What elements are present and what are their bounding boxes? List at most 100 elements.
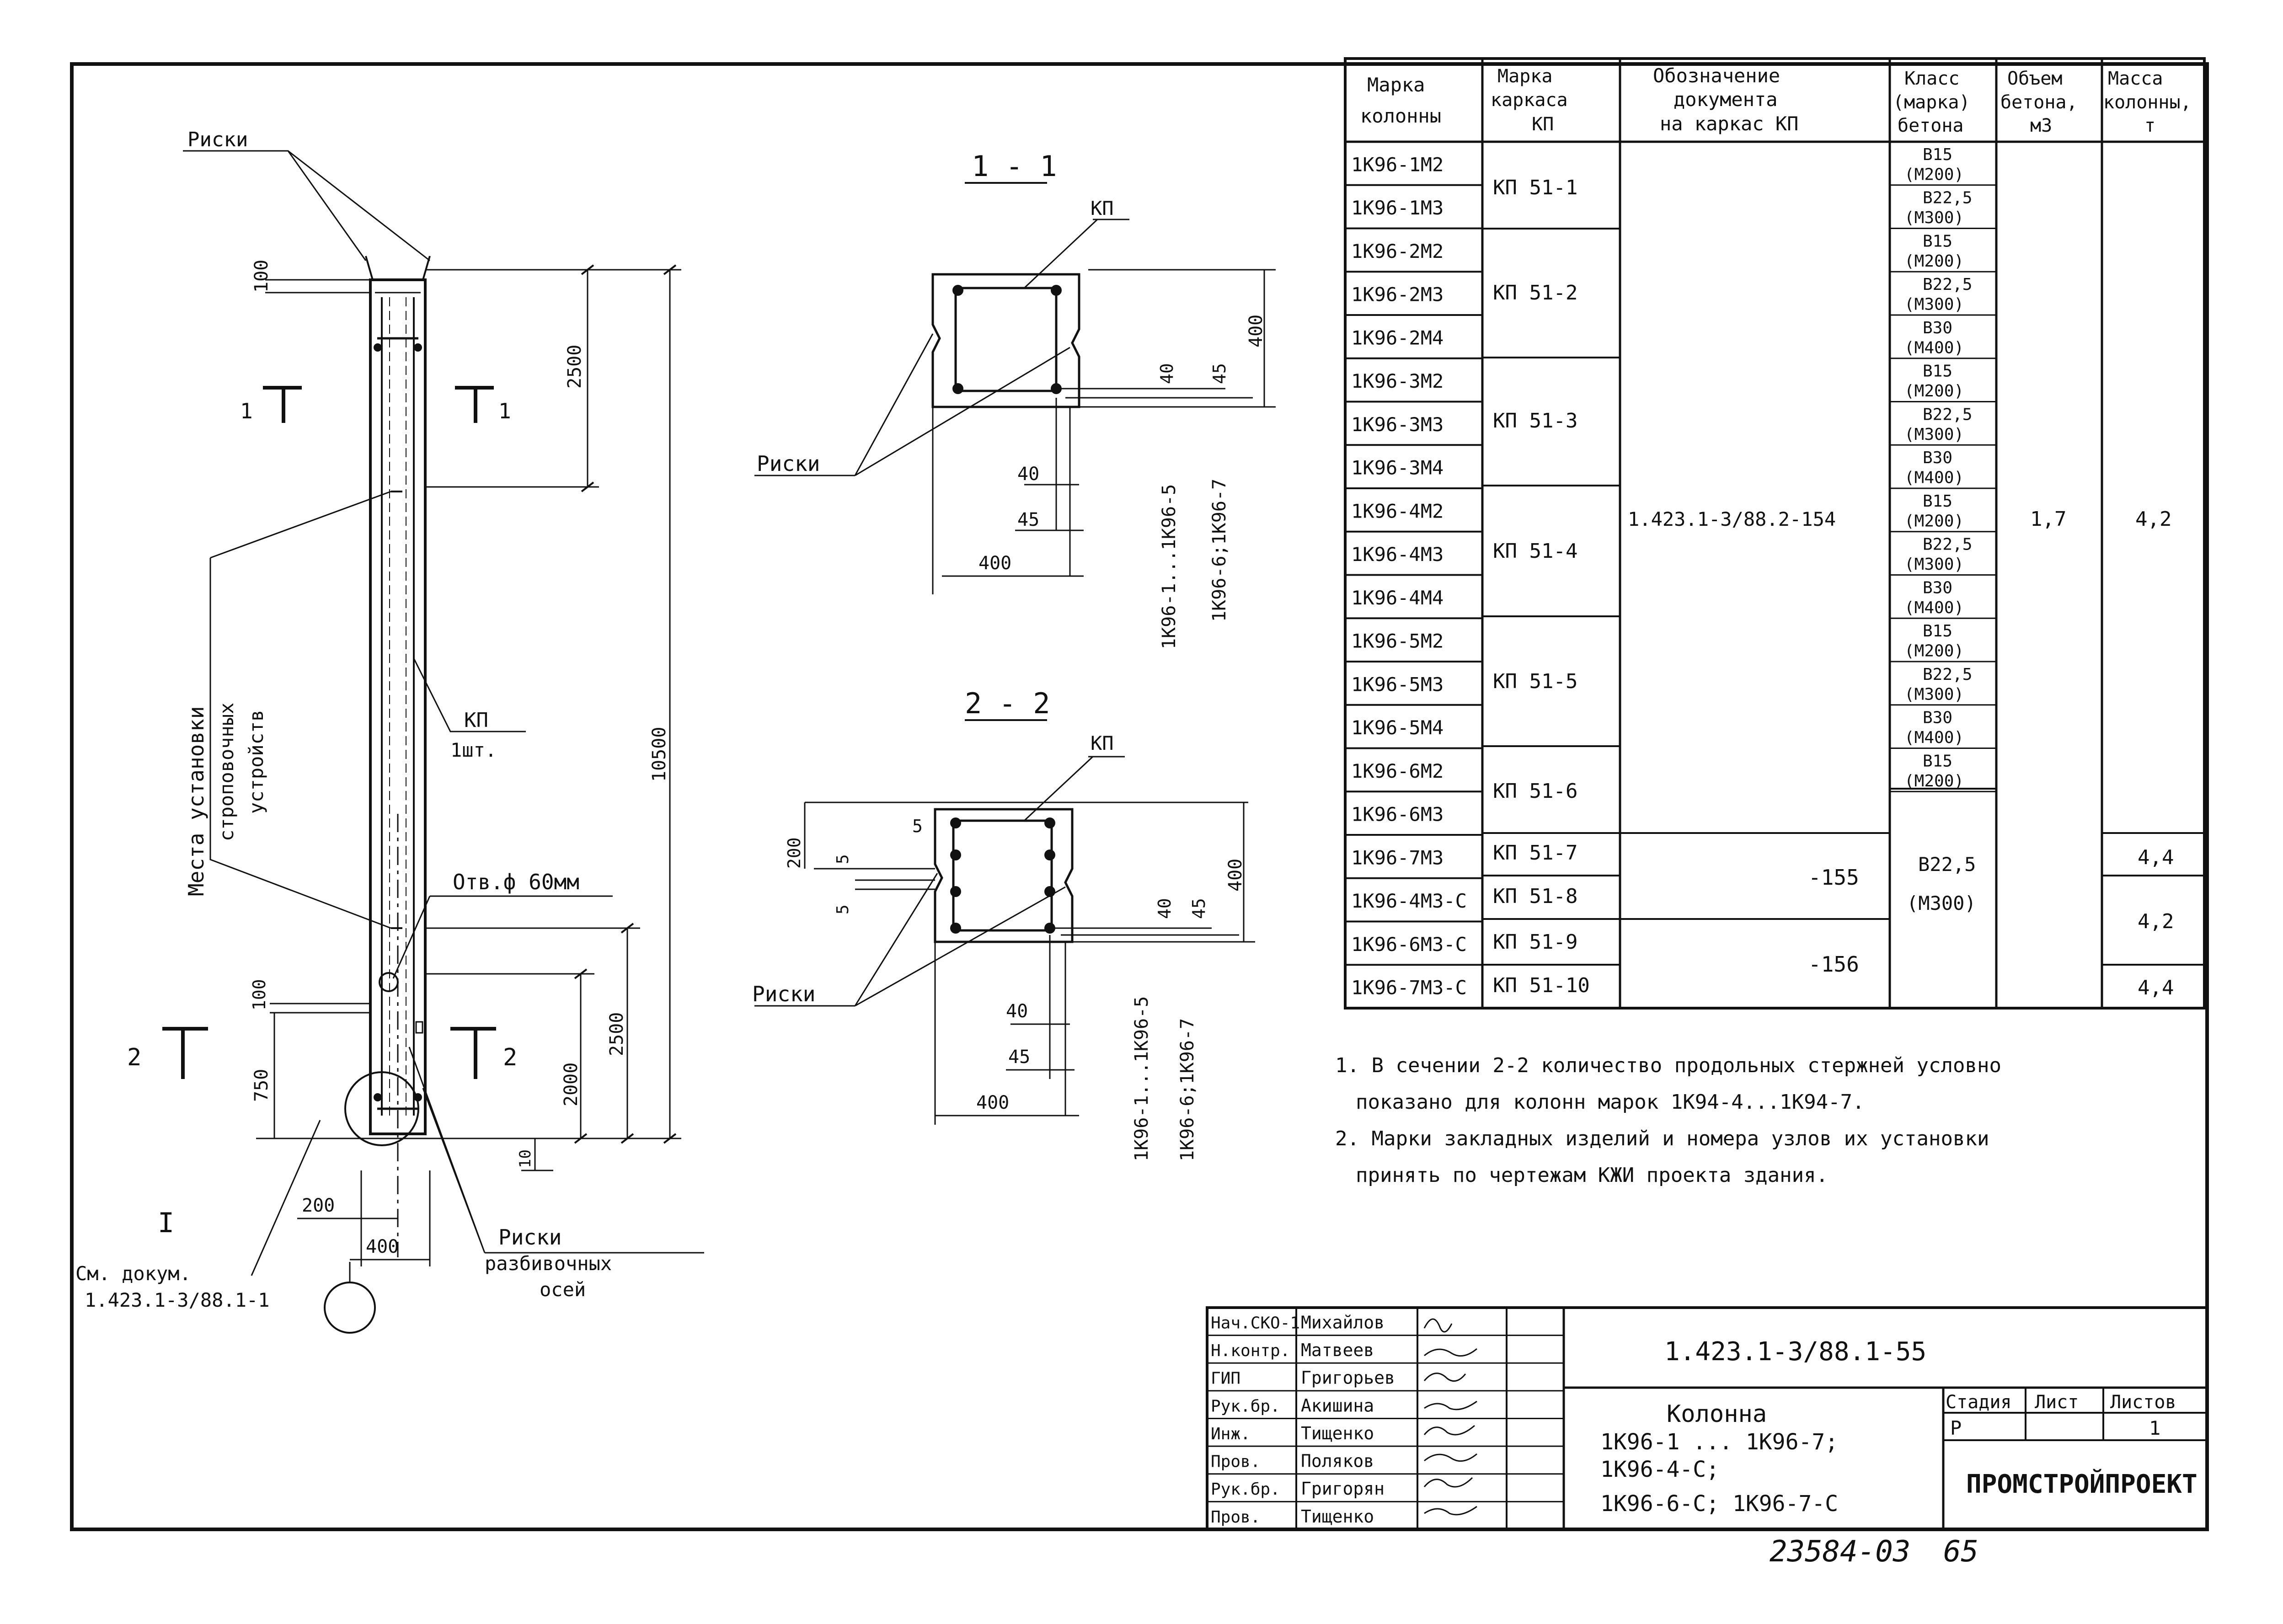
concrete-grade-value: (М300) <box>1904 208 1964 227</box>
title-block-role: Нач.СКО-1 <box>1211 1314 1300 1332</box>
section-2-d5-top: 5 <box>912 816 923 836</box>
dim-200: 200 <box>302 1195 335 1216</box>
note-line-1: 1. В сечении 2-2 количество продольных с… <box>1335 1054 2001 1077</box>
title-block-name: Григорян <box>1301 1479 1385 1499</box>
column-mark-cell: 1К96-1М3 <box>1351 197 1444 219</box>
kp-mark-cells: КП 51-1 КП 51-2 КП 51-3 КП 51-4 КП 51-5 … <box>1493 176 1590 997</box>
concrete-class-value: В22,5 <box>1923 535 1972 554</box>
column-mark-cell: 1К96-5М3 <box>1351 673 1444 695</box>
dim-2000: 2000 <box>561 1063 582 1106</box>
concrete-class-value: В22,5 <box>1923 189 1972 208</box>
concrete-grade-value: (М200) <box>1904 165 1964 184</box>
section-mark-1-left: 1 <box>240 399 253 423</box>
sheets-value: 1 <box>2149 1417 2160 1439</box>
section-2-d40-h: 40 <box>1006 1001 1028 1022</box>
section-2-d5-a: 5 <box>834 854 852 864</box>
title-block-roles: Нач.СКО-1Н.контр.ГИПРук.бр.Инж.Пров.Рук.… <box>1211 1314 1300 1526</box>
concrete-grade-value: (М200) <box>1904 642 1964 661</box>
title-block-name: Михайлов <box>1301 1312 1385 1332</box>
label-hole: Отв.ф 60мм <box>453 870 579 894</box>
title-block-role: Инж. <box>1211 1425 1251 1443</box>
volume-value: 1,7 <box>2030 508 2066 531</box>
label-places-3: устройств <box>245 710 267 814</box>
column-mark-cell: 1К96-7М3-С <box>1351 977 1467 999</box>
concrete-class-value: В22,5 <box>1923 405 1972 424</box>
dim-750: 750 <box>251 1069 272 1102</box>
section-2-range-1: 1К96-1...1К96-5 <box>1131 996 1152 1161</box>
header-kp-mark-3: КП <box>1532 114 1554 135</box>
column-elevation <box>162 150 704 1334</box>
concrete-grade-value: (М300) <box>1904 295 1964 314</box>
mass-s: 4,2 <box>2138 910 2174 933</box>
header-mass-2: колонны, <box>2103 92 2192 113</box>
title-block-name: Тищенко <box>1301 1423 1374 1443</box>
section-2-riski: Риски <box>752 982 815 1006</box>
section-1-d45-h: 45 <box>1017 509 1039 530</box>
title-block-role: Н.контр. <box>1211 1341 1290 1360</box>
notes: 1. В сечении 2-2 количество продольных с… <box>1335 1054 2001 1187</box>
column-mark-cell: 1К96-4М2 <box>1351 500 1444 522</box>
column-mark-cell: 1К96-3М4 <box>1351 457 1444 479</box>
section-2-kp: КП <box>1091 732 1114 754</box>
section-2-2 <box>754 719 1255 1125</box>
kp-mark-cell: КП 51-9 <box>1493 930 1577 954</box>
concrete-class-value: В15 <box>1923 622 1952 641</box>
column-mark-cell: 1К96-1М2 <box>1351 153 1444 176</box>
header-kp-mark-2: каркаса <box>1491 90 1568 111</box>
section-1-d40-v: 40 <box>1157 363 1177 384</box>
concrete-grade-value: (М300) <box>1904 555 1964 574</box>
column-mark-cell: 1К96-4М3-С <box>1351 890 1467 912</box>
section-1-1 <box>754 182 1276 594</box>
header-volume-2: бетона, <box>2000 92 2078 113</box>
title-block-names: МихайловМатвеевГригорьевАкишинаТищенкоПо… <box>1301 1312 1395 1526</box>
note-line-4: принять по чертежам КЖИ проекта здания. <box>1356 1164 1828 1187</box>
node-mark: I <box>158 1207 174 1239</box>
dim-100-top: 100 <box>251 260 272 293</box>
column-mark-cell: 1К96-4М4 <box>1351 587 1444 609</box>
section-1-d400-h: 400 <box>978 553 1011 574</box>
section-2-d40-v: 40 <box>1155 898 1175 919</box>
title-block-name: Матвеев <box>1301 1340 1374 1360</box>
column-mark-cell: 1К96-7М3 <box>1351 846 1444 869</box>
label-riski-bottom-3: осей <box>540 1278 586 1301</box>
column-mark-cell: 1К96-2М2 <box>1351 240 1444 262</box>
concrete-grade-value: (М200) <box>1904 512 1964 530</box>
section-1-range-2: 1К96-6;1К96-7 <box>1209 479 1230 622</box>
dim-2500-top: 2500 <box>564 345 585 389</box>
concrete-grade-value: (М400) <box>1904 338 1964 357</box>
kp-mark-cell: КП 51-2 <box>1493 281 1577 304</box>
dim-2500-bottom: 2500 <box>606 1012 627 1056</box>
header-doc-3: на каркас КП <box>1660 112 1798 135</box>
title-block-name: Тищенко <box>1301 1506 1374 1527</box>
sheets-label: Листов <box>2110 1392 2176 1413</box>
label-riski-top: Риски <box>187 128 248 151</box>
node-circle <box>344 1071 419 1146</box>
see-doc-2: 1.423.1-3/88.1-1 <box>85 1289 270 1311</box>
section-2-d400-h: 400 <box>976 1092 1009 1113</box>
section-1-riski: Риски <box>757 451 820 476</box>
section-1-d45-v: 45 <box>1209 363 1230 384</box>
kp-mark-cell: КП 51-7 <box>1493 841 1577 865</box>
title-block-role: Рук.бр. <box>1211 1480 1280 1499</box>
header-doc-1: Обозначение <box>1653 64 1780 87</box>
label-riski-bottom-2: разбивочных <box>485 1252 612 1275</box>
title-line-3: 1К96-4-С; <box>1600 1457 1719 1482</box>
spec-table-header: Марка колонны Марка каркаса КП Обозначен… <box>1360 64 2192 136</box>
concrete-grade-value: (М200) <box>1904 382 1964 401</box>
header-class-2: (марка) <box>1893 92 1970 113</box>
dim-10500: 10500 <box>649 727 670 782</box>
stage-value: Р <box>1950 1417 1962 1439</box>
column-mark-cell: 1К96-6М3-С <box>1351 933 1467 956</box>
title-block-role: Рук.бр. <box>1211 1397 1280 1416</box>
label-places-1: Места установки <box>184 706 209 896</box>
stage-label: Стадия <box>1946 1392 2012 1413</box>
concrete-merged-2: (М300) <box>1907 892 1976 914</box>
concrete-class-cells: В15(М200)В22,5(М300)В15(М200)В22,5(М300)… <box>1904 145 1972 791</box>
column-mark-cell: 1К96-3М3 <box>1351 413 1444 436</box>
section-1-d400-v: 400 <box>1246 315 1267 347</box>
concrete-class-value: В15 <box>1923 752 1952 770</box>
concrete-grade-value: (М400) <box>1904 728 1964 747</box>
column-mark-cells: 1К96-1М21К96-1М31К96-2М21К96-2М31К96-2М4… <box>1351 153 1467 999</box>
header-kp-mark-1: Марка <box>1497 66 1552 87</box>
